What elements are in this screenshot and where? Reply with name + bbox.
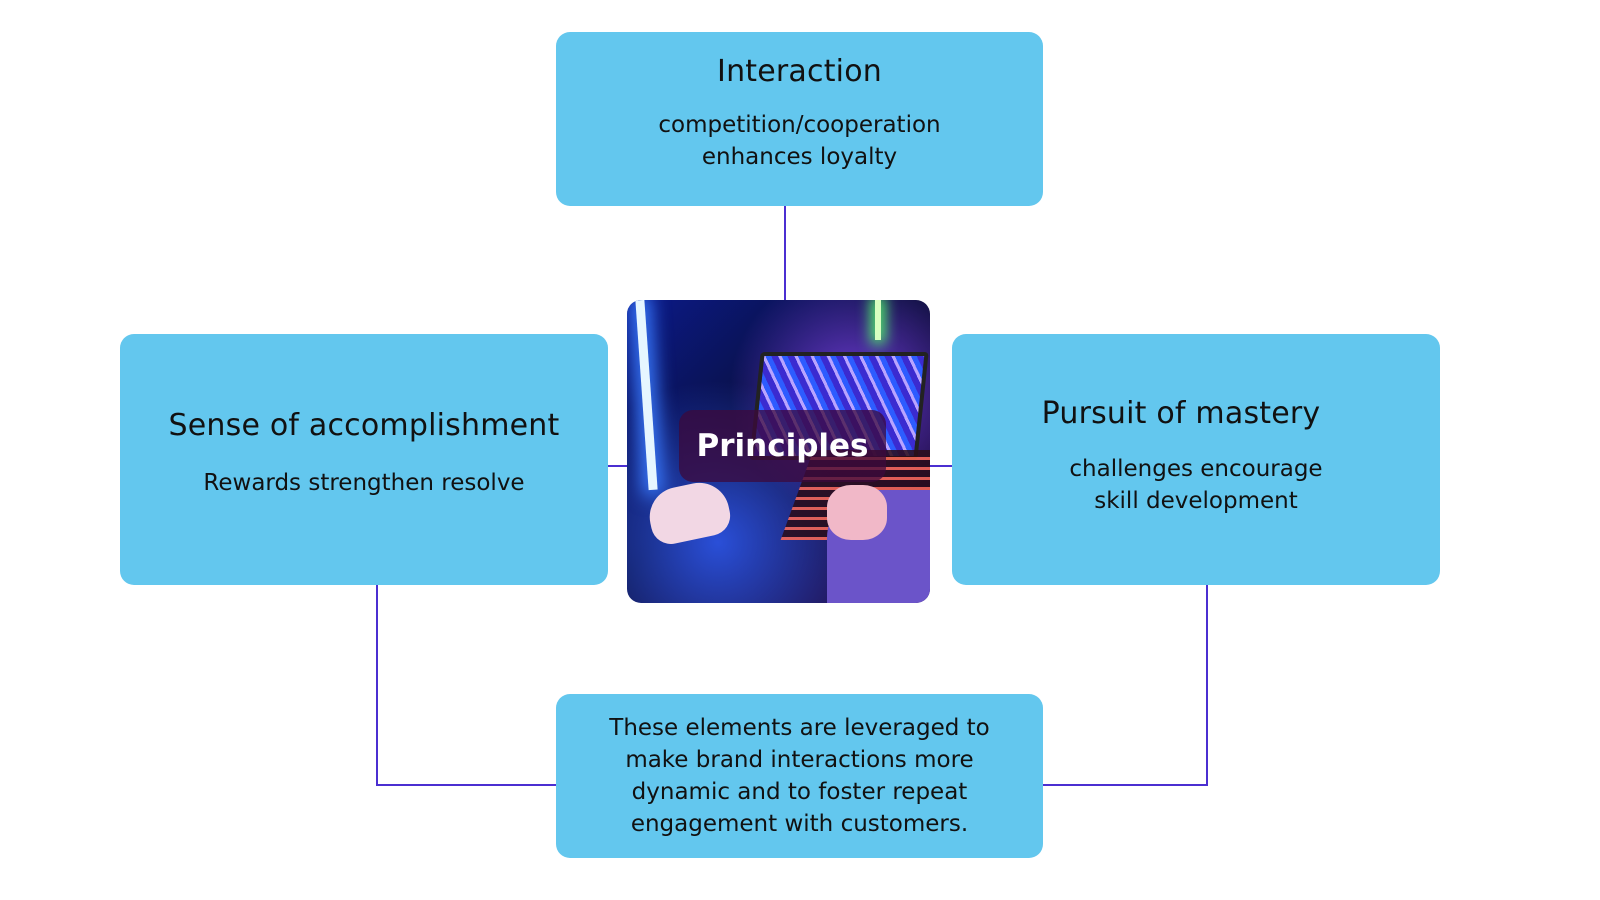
center-image: Principles — [627, 300, 930, 603]
summary-line: These elements are leveraged to — [609, 715, 990, 741]
connector-right-down — [1206, 585, 1208, 785]
node-title: Pursuit of mastery — [1041, 396, 1321, 431]
connector-left — [608, 465, 628, 467]
connector-right — [930, 465, 952, 467]
summary-line: engagement with customers. — [630, 811, 969, 837]
connector-top — [784, 206, 786, 301]
neon-light — [635, 300, 658, 491]
node-summary: These elements are leveraged to make bra… — [556, 694, 1043, 858]
center-label: Principles — [679, 410, 886, 482]
node-desc-line: competition/cooperation — [658, 112, 941, 138]
connector-left-bottom — [376, 784, 556, 786]
node-interaction: Interaction competition/cooperation enha… — [556, 32, 1043, 206]
connector-left-down — [376, 585, 378, 785]
game-controller-icon — [644, 477, 734, 548]
node-pursuit-of-mastery: Pursuit of mastery challenges encourage … — [952, 334, 1440, 585]
node-title: Sense of accomplishment — [168, 408, 560, 443]
node-desc-line: challenges encourage — [1069, 456, 1323, 482]
summary-line: make brand interactions more — [625, 747, 974, 773]
neon-light — [875, 300, 881, 340]
node-desc-line: Rewards strengthen resolve — [203, 470, 525, 496]
connector-right-bottom — [1043, 784, 1208, 786]
hand — [827, 485, 887, 540]
node-sense-of-accomplishment: Sense of accomplishment Rewards strength… — [120, 334, 608, 585]
summary-line: dynamic and to foster repeat — [631, 779, 968, 805]
node-desc-line: enhances loyalty — [701, 144, 898, 170]
node-title: Interaction — [717, 54, 882, 89]
node-desc-line: skill development — [1094, 488, 1298, 514]
